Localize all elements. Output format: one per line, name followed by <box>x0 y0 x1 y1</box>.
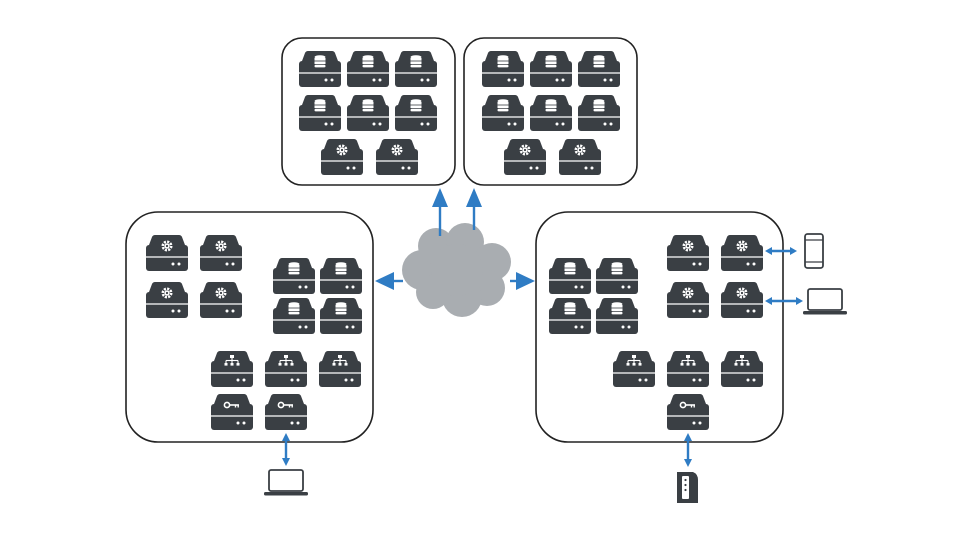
database-server-icon <box>395 51 437 87</box>
database-server-icon <box>530 95 572 131</box>
cloud-to-bottom-left-arrow <box>375 272 403 290</box>
network-server-icon <box>265 351 307 387</box>
server-to-laptop-link <box>765 297 803 305</box>
database-server-icon <box>273 298 315 334</box>
settings-server-icon <box>146 282 188 318</box>
settings-server-icon <box>721 282 763 318</box>
cloud-to-top-left-arrow <box>432 188 448 236</box>
database-server-icon <box>578 95 620 131</box>
database-server-icon <box>273 258 315 294</box>
database-server-icon <box>347 95 389 131</box>
card-reader-icon <box>677 472 698 503</box>
network-server-icon <box>211 351 253 387</box>
database-server-icon <box>395 95 437 131</box>
database-server-icon <box>482 95 524 131</box>
cloud-to-bottom-right-arrow <box>510 272 535 290</box>
settings-server-icon <box>321 139 363 175</box>
database-server-icon <box>549 258 591 294</box>
laptop-icon <box>263 469 309 497</box>
settings-server-icon <box>504 139 546 175</box>
settings-server-icon <box>200 282 242 318</box>
database-server-icon <box>320 298 362 334</box>
settings-server-icon <box>559 139 601 175</box>
key-server-icon <box>667 394 709 430</box>
settings-server-icon <box>200 235 242 271</box>
network-server-icon <box>613 351 655 387</box>
database-server-icon <box>299 95 341 131</box>
database-server-icon <box>347 51 389 87</box>
key-to-card-reader-link <box>684 433 692 467</box>
settings-server-icon <box>667 235 709 271</box>
cloud-icon <box>402 223 511 317</box>
cloud-to-top-right-arrow <box>466 188 482 230</box>
database-server-icon <box>482 51 524 87</box>
database-server-icon <box>578 51 620 87</box>
network-server-icon <box>721 351 763 387</box>
database-server-icon <box>299 51 341 87</box>
database-server-icon <box>596 298 638 334</box>
network-server-icon <box>667 351 709 387</box>
database-server-icon <box>596 258 638 294</box>
key-to-laptop-link <box>282 433 290 466</box>
database-server-icon <box>320 258 362 294</box>
settings-server-icon <box>146 235 188 271</box>
key-server-icon <box>265 394 307 430</box>
database-server-icon <box>549 298 591 334</box>
laptop-icon <box>802 288 848 316</box>
settings-server-icon <box>721 235 763 271</box>
database-server-icon <box>530 51 572 87</box>
network-server-icon <box>319 351 361 387</box>
settings-server-icon <box>667 282 709 318</box>
settings-server-icon <box>376 139 418 175</box>
smartphone-icon <box>804 233 824 269</box>
server-to-smartphone-link <box>765 247 797 255</box>
key-server-icon <box>211 394 253 430</box>
